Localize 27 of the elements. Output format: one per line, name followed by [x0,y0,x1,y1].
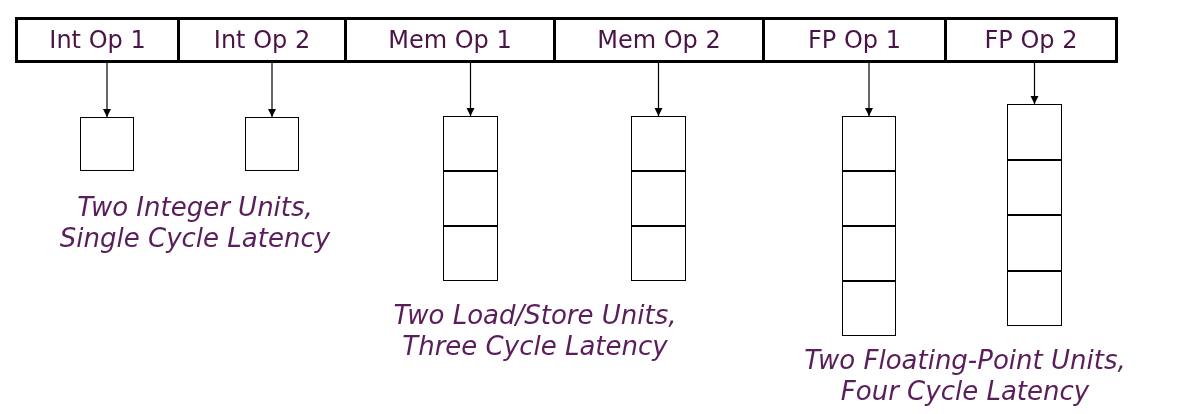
pipeline-stage-box [443,171,498,226]
pipeline-stage-box [842,171,896,226]
arrow [864,62,874,117]
instruction-slot: Int Op 1 [15,17,180,63]
functional-unit-box [80,117,134,171]
functional-unit-box [631,116,686,281]
instruction-slot: FP Op 2 [944,17,1118,63]
arrow [102,62,112,118]
arrow [654,62,663,117]
functional-unit-box [1007,104,1062,326]
pipeline-stage-box [631,171,686,226]
instruction-slot: Int Op 2 [177,17,347,63]
functional-unit-box [245,117,299,171]
arrow [1030,62,1039,105]
pipeline-stage-box [1007,159,1062,215]
caption-text: Two Floating-Point Units, Four Cycle Latency [803,345,1127,408]
arrow [466,62,475,117]
functional-unit-box [443,116,498,281]
pipeline-stage-box [842,226,896,281]
pipeline-stage-box [1007,215,1062,271]
functional-unit-box [842,116,896,336]
instruction-slot: Mem Op 1 [344,17,556,63]
caption-text: Two Load/Store Units, Three Cycle Latency [392,300,678,363]
instruction-slot: FP Op 1 [762,17,947,63]
arrow [267,62,277,118]
caption-text: Two Integer Units, Single Cycle Latency [58,192,332,255]
instruction-slot: Mem Op 2 [553,17,765,63]
